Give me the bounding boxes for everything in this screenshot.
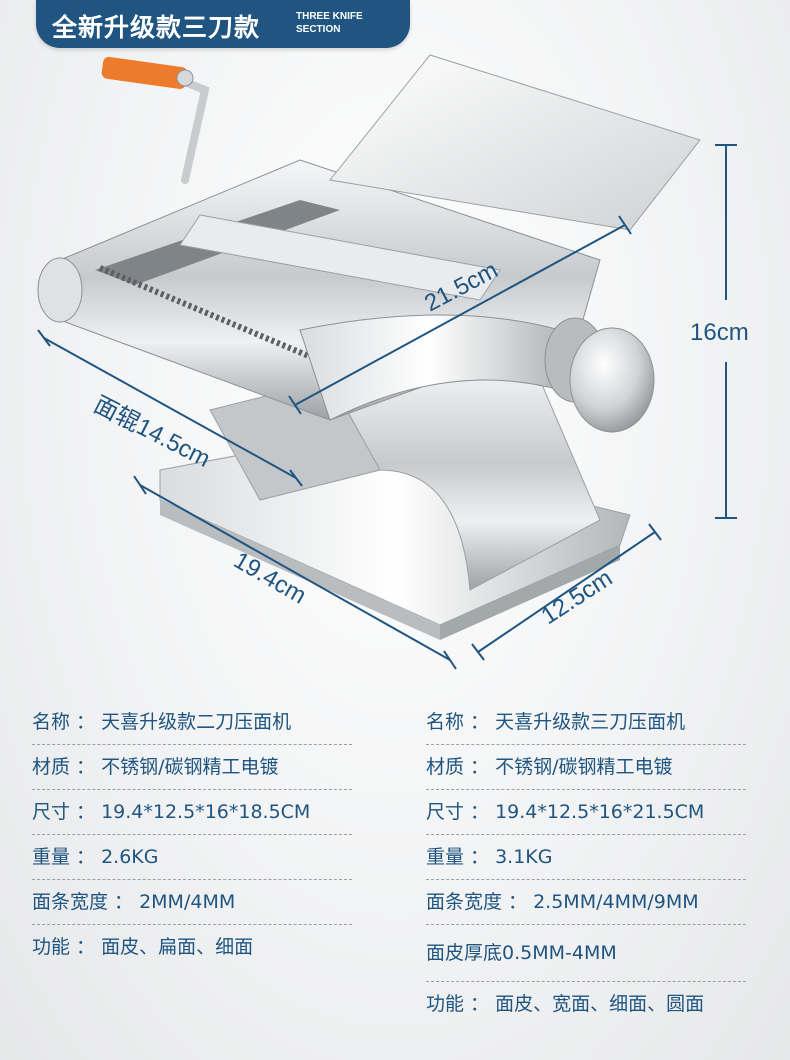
spec-weight: 重量 ： 3.1KG	[426, 835, 746, 880]
base-width-dimension	[133, 475, 457, 670]
spec-function: 功能 ： 面皮、扁面、细面	[32, 936, 254, 958]
height-dimension	[715, 144, 737, 519]
spec-sheet-thickness: 面皮厚底0.5MM-4MM	[426, 925, 746, 982]
spec-name: 名称 ： 天喜升级款二刀压面机	[32, 700, 352, 745]
product-illustration: 16cm 21.5cm 面辊14.5cm 19.4cm 12.5cm	[37, 54, 749, 670]
machine-tray	[329, 54, 701, 231]
roller-dimension	[37, 329, 303, 487]
spec-material: 材质 ： 不锈钢/碳钢精工电镀	[32, 745, 352, 790]
spec-noodle-width: 面条宽度 ： 2.5MM/4MM/9MM	[426, 880, 746, 925]
title-badge: 全新升级款三刀款 THREE KNIFE SECTION	[36, 0, 410, 48]
height-label: 16cm	[690, 319, 749, 346]
spec-weight: 重量 ： 2.6KG	[32, 835, 352, 880]
crank-handle	[101, 56, 210, 184]
spec-material: 材质 ： 不锈钢/碳钢精工电镀	[426, 745, 746, 790]
badge-subtitle-line2: SECTION	[296, 24, 341, 35]
spec-function: 功能 ： 面皮、宽面、细面、圆面	[426, 993, 705, 1015]
length-dimension	[288, 215, 632, 415]
machine-body	[37, 159, 601, 421]
spec-size: 尺寸 ： 19.4*12.5*16*21.5CM	[426, 790, 746, 835]
spec-noodle-width: 面条宽度 ： 2MM/4MM	[32, 880, 352, 925]
adjustment-knob	[544, 317, 655, 433]
spec-size: 尺寸 ： 19.4*12.5*16*18.5CM	[32, 790, 352, 835]
roller-label: 面辊14.5cm	[89, 391, 214, 473]
badge-subtitle-line1: THREE KNIFE	[296, 11, 363, 22]
badge-subtitle: THREE KNIFE SECTION	[296, 10, 363, 36]
spec-name: 名称 ： 天喜升级款三刀压面机	[426, 700, 746, 745]
spec-list-two-knife: 名称 ： 天喜升级款二刀压面机 材质 ： 不锈钢/碳钢精工电镀 尺寸 ： 19.…	[32, 700, 352, 969]
base-depth-dimension	[471, 523, 662, 661]
badge-title: 全新升级款三刀款	[52, 13, 261, 42]
spec-list-three-knife: 名称 ： 天喜升级款三刀压面机 材质 ： 不锈钢/碳钢精工电镀 尺寸 ： 19.…	[426, 700, 746, 1026]
